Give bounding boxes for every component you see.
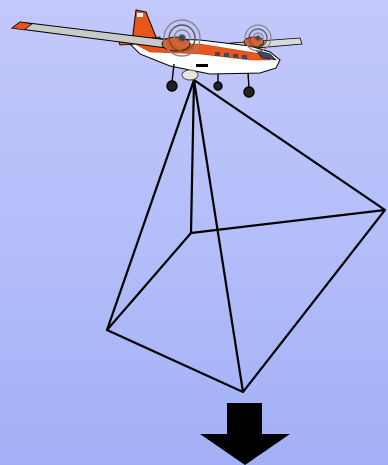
pyramid-edge-right <box>194 80 385 210</box>
propeller-left-icon <box>164 20 200 56</box>
pyramid-edge-front <box>194 80 243 392</box>
down-arrow-icon <box>200 403 290 465</box>
pyramid-base <box>107 210 385 392</box>
aircraft-registration-mark <box>196 64 208 67</box>
aircraft-near-wing <box>12 22 185 50</box>
pyramid-edge-left <box>107 80 194 330</box>
propeller-right-icon <box>245 25 271 51</box>
sensor-footprint-pyramid <box>107 80 385 392</box>
aircraft-sensor-pod <box>182 70 198 80</box>
pyramid-edge-back <box>191 80 194 233</box>
aircraft-icon <box>12 10 302 97</box>
tail-marking <box>137 13 143 17</box>
